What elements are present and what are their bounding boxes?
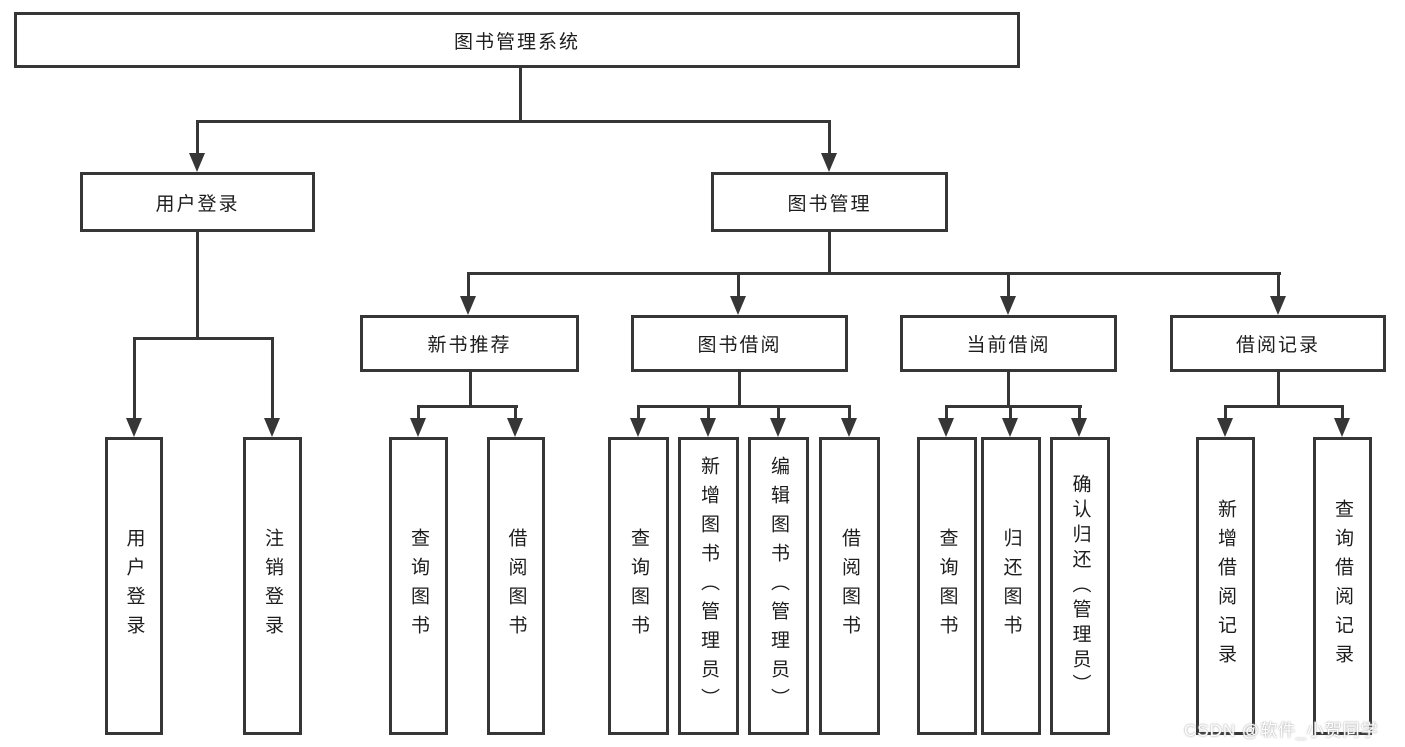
node-label: 查询借阅记录 <box>1332 499 1353 673</box>
arrow-down-icon <box>1000 296 1016 315</box>
connector-line <box>1078 405 1081 420</box>
arrow-down-icon <box>700 418 716 437</box>
node-label: 图书借阅 <box>697 335 782 356</box>
leaf-borrow-query-books: 查询图书 <box>608 437 669 735</box>
connector-line <box>1341 405 1344 420</box>
connector-line <box>637 405 851 408</box>
connector-line <box>777 405 780 420</box>
node-book-management: 图书管理 <box>711 172 948 232</box>
arrow-down-icon <box>1217 418 1233 437</box>
node-label: 查询图书 <box>936 528 958 644</box>
connector-line <box>1277 272 1280 300</box>
leaf-recommend-borrow-books: 借阅图书 <box>487 437 545 735</box>
node-new-book-recommend: 新书推荐 <box>360 315 579 372</box>
connector-line <box>945 405 948 420</box>
connector-line <box>738 372 741 407</box>
connector-line <box>133 337 274 340</box>
node-label: 新增借阅记录 <box>1215 499 1236 673</box>
connector-line <box>1224 405 1344 408</box>
node-label: 查询图书 <box>408 528 429 644</box>
arrow-down-icon <box>1002 418 1018 437</box>
leaf-logout: 注销登录 <box>243 437 302 735</box>
arrow-down-icon <box>821 153 837 172</box>
node-book-borrow: 图书借阅 <box>631 315 848 372</box>
node-label: 当前借阅 <box>966 335 1051 356</box>
leaf-current-return-books: 归还图书 <box>981 437 1041 735</box>
arrow-down-icon <box>730 296 746 315</box>
connector-line <box>469 372 472 407</box>
connector-line <box>828 120 831 156</box>
node-current-borrow: 当前借阅 <box>900 315 1117 372</box>
arrow-down-icon <box>770 418 786 437</box>
connector-line <box>737 272 740 300</box>
connector-line <box>945 405 1082 408</box>
connector-line <box>1009 405 1012 420</box>
arrow-down-icon <box>938 418 954 437</box>
connector-line <box>848 405 851 420</box>
connector-line <box>1277 372 1280 407</box>
node-label: 归还图书 <box>1000 528 1022 644</box>
arrow-down-icon <box>264 418 280 437</box>
arrow-down-icon <box>126 418 142 437</box>
watermark: CSDN @软件_小贺同学 <box>1184 721 1379 740</box>
connector-line <box>196 120 199 156</box>
node-label: 用户登录 <box>123 528 145 644</box>
leaf-records-add-record: 新增借阅记录 <box>1196 437 1255 735</box>
connector-line <box>196 120 831 123</box>
node-label: 查询图书 <box>628 528 649 644</box>
connector-line <box>637 405 640 420</box>
leaf-borrow-edit-books-admin: 编辑图书（管理员） <box>748 437 809 735</box>
connector-line <box>519 68 522 123</box>
arrow-down-icon <box>841 418 857 437</box>
connector-line <box>707 405 710 420</box>
connector-line <box>417 405 420 420</box>
connector-line <box>417 405 518 408</box>
node-label: 借阅记录 <box>1235 335 1320 356</box>
node-library-management-system: 图书管理系统 <box>14 12 1020 68</box>
node-label: 借阅图书 <box>505 528 527 644</box>
node-label: 图书管理系统 <box>453 31 580 53</box>
connector-line <box>514 405 517 420</box>
leaf-recommend-query-books: 查询图书 <box>389 437 448 735</box>
node-label: 新书推荐 <box>427 335 512 356</box>
arrow-down-icon <box>507 418 523 437</box>
leaf-borrow-borrow-books: 借阅图书 <box>819 437 880 735</box>
node-label: 图书管理 <box>787 193 872 215</box>
arrow-down-icon <box>189 153 205 172</box>
node-label: 编辑图书（管理员） <box>768 455 789 717</box>
arrow-down-icon <box>410 418 426 437</box>
node-borrow-records: 借阅记录 <box>1170 315 1386 372</box>
arrow-down-icon <box>630 418 646 437</box>
node-user-login: 用户登录 <box>80 172 315 232</box>
leaf-current-query-books: 查询图书 <box>917 437 977 735</box>
connector-line <box>133 337 136 420</box>
leaf-user-login: 用户登录 <box>105 437 163 735</box>
node-label: 注销登录 <box>262 528 283 644</box>
connector-line <box>271 337 274 420</box>
leaf-current-confirm-return-admin: 确认归还（管理员） <box>1050 437 1110 735</box>
connector-line <box>467 272 1281 275</box>
connector-line <box>828 232 831 275</box>
leaf-records-query-record: 查询借阅记录 <box>1313 437 1372 735</box>
arrow-down-icon <box>460 296 476 315</box>
arrow-down-icon <box>1071 418 1087 437</box>
connector-line <box>1007 272 1010 300</box>
connector-line <box>467 272 470 300</box>
node-label: 确认归还（管理员） <box>1069 473 1091 699</box>
connector-line <box>196 232 199 340</box>
leaf-borrow-add-books-admin: 新增图书（管理员） <box>678 437 739 735</box>
node-label: 借阅图书 <box>839 528 860 644</box>
arrow-down-icon <box>1334 418 1350 437</box>
node-label: 用户登录 <box>155 193 240 215</box>
arrow-down-icon <box>1270 296 1286 315</box>
node-label: 新增图书（管理员） <box>698 455 719 717</box>
connector-line <box>1007 372 1010 407</box>
connector-line <box>1224 405 1227 420</box>
